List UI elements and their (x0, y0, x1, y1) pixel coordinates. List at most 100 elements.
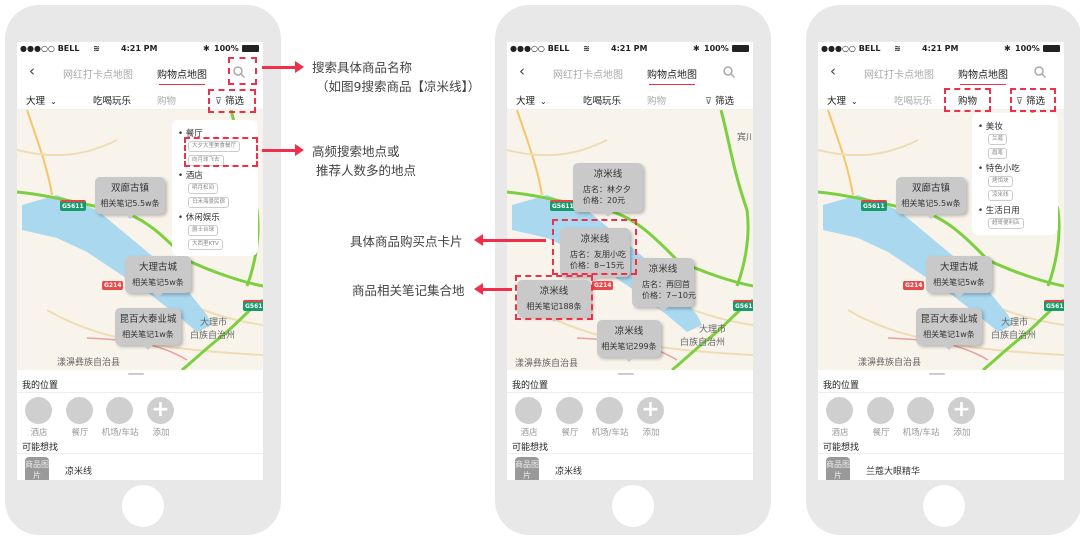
quick-location-button[interactable] (106, 397, 133, 424)
sheet-drag-handle[interactable] (929, 373, 945, 375)
map-view[interactable]: G5611G214G5611大理市白族自治州漾濞彝族自治县双廊古镇相关笔记5.5… (818, 110, 1064, 370)
search-icon[interactable] (232, 65, 246, 79)
filter-button[interactable]: ⊽筛选 (705, 93, 734, 107)
back-arrow-icon[interactable]: ‹ (519, 62, 525, 80)
quick-location-label: 添加 (642, 428, 660, 438)
map-marker-card[interactable]: 昆百大泰业城相关笔记1w条 (115, 308, 181, 351)
filter-group-title: • 酒店 (178, 169, 252, 181)
filter-tag[interactable]: 日禾海景民宿 (188, 197, 230, 208)
map-view[interactable]: G5611G214G5611大理市白族自治州漾濞彝族自治县双廊古镇相关笔记5.5… (17, 110, 263, 370)
nav-tab[interactable]: 网红打卡点地图 (864, 70, 934, 81)
add-location-button[interactable]: + (637, 397, 664, 424)
home-button[interactable] (612, 485, 654, 527)
tag-row: 爵士台球 (178, 223, 252, 237)
top-nav: ‹ 网红打卡点地图 购物点地图 (17, 58, 263, 86)
city-selector[interactable]: 大理⌄ (827, 93, 858, 107)
bullet: • (978, 164, 986, 174)
filter-group-label: 餐厅 (185, 129, 203, 139)
category-tab[interactable]: 吃喝玩乐 (583, 93, 622, 111)
sheet-drag-handle[interactable] (128, 373, 144, 375)
map-place-label: 漾濞彝族自治县 (858, 358, 922, 368)
home-button[interactable] (122, 485, 164, 527)
plus-icon: + (641, 397, 660, 422)
filter-tag[interactable]: 超哥便利店 (988, 218, 1024, 229)
quick-location-label: 机场/车站 (591, 428, 629, 438)
bottom-sheet: 我的位置酒店餐厅机场/车站+添加可能想找商品图片凉米线 (507, 370, 753, 480)
road-badge: G5611 (60, 200, 86, 211)
quick-location-button[interactable] (66, 397, 93, 424)
phone-mockup: ●●●○○ BELL≋4:21 PM✱100% ‹ 网红打卡点地图 购物点地图大理⌄ 吃… (806, 5, 1080, 535)
filter-tag[interactable]: 明月松间 (188, 183, 219, 194)
map-marker-card[interactable]: 双廊古镇相关笔记5.5w条 (896, 177, 966, 220)
annotation-line: 高频搜索地点或 (312, 144, 400, 159)
card-detail-line: 价格：8~15元 (570, 261, 624, 271)
filter-tag[interactable]: 大西里KTV (188, 239, 223, 250)
quick-location-button[interactable] (556, 397, 583, 424)
quick-location-button[interactable] (25, 397, 52, 424)
bullet: • (178, 171, 186, 181)
filter-tag[interactable]: 大夕大里美食餐厅 (188, 141, 241, 152)
nav-tab[interactable]: 网红打卡点地图 (63, 70, 133, 81)
category-tab[interactable]: 购物 (647, 96, 667, 107)
card-title: 昆百大泰业城 (119, 314, 177, 325)
carrier-label: ●●●○○ BELL (821, 44, 881, 53)
filter-tag[interactable]: 烤饵块 (988, 176, 1013, 187)
map-marker-card[interactable]: 昆百大泰业城相关笔记1w条 (916, 308, 982, 351)
quick-location-button[interactable] (596, 397, 623, 424)
card-title: 凉米线 (580, 234, 610, 245)
city-selector[interactable]: 大理⌄ (26, 93, 57, 107)
home-button[interactable] (923, 485, 965, 527)
suggestion-item[interactable]: 兰蔻大眼精华 (866, 467, 921, 477)
suggestion-item[interactable]: 凉米线 (555, 467, 583, 477)
category-tab[interactable]: 吃喝玩乐 (894, 96, 933, 107)
nav-tab[interactable]: 购物点地图 (157, 66, 207, 85)
back-arrow-icon[interactable]: ‹ (29, 62, 35, 80)
card-title: 大理古城 (939, 262, 978, 273)
annotation-line: （如图9搜索商品【凉米线】） (316, 79, 481, 94)
filter-tag[interactable]: 凉米线 (988, 190, 1013, 201)
search-icon[interactable] (1033, 65, 1047, 79)
map-marker-card[interactable]: 凉米线相关笔记299条 (597, 320, 661, 363)
suggestion-item[interactable]: 凉米线 (65, 467, 93, 477)
quick-location-button[interactable] (867, 397, 894, 424)
add-location-button[interactable]: + (948, 397, 975, 424)
card-title: 大理古城 (138, 262, 177, 273)
nav-tab[interactable]: 网红打卡点地图 (553, 70, 623, 81)
back-arrow-icon[interactable]: ‹ (830, 62, 836, 80)
bullet: • (978, 122, 986, 132)
map-marker-card[interactable]: 大理古城相关笔记5w条 (125, 256, 191, 299)
map-marker-card[interactable]: 大理古城相关笔记5w条 (926, 256, 992, 299)
quick-location-label: 餐厅 (71, 428, 89, 438)
map-marker-card[interactable]: 凉米线店名：林夕夕价格：20元 (573, 163, 643, 217)
quick-location-button[interactable] (826, 397, 853, 424)
sheet-drag-handle[interactable] (618, 373, 634, 375)
map-marker-card[interactable]: 双廊古镇相关笔记5.5w条 (95, 177, 165, 220)
tag-row: 凉米线 (978, 188, 1052, 202)
add-location-button[interactable]: + (147, 397, 174, 424)
divider (17, 453, 263, 454)
quick-location-button[interactable] (515, 397, 542, 424)
nav-tab[interactable]: 购物点地图 (958, 66, 1008, 85)
nav-tab[interactable]: 购物点地图 (647, 66, 697, 85)
filter-button[interactable]: ⊽筛选 (215, 93, 244, 107)
battery-icon (242, 45, 259, 52)
category-tab[interactable]: 购物 (157, 96, 177, 107)
filter-tag[interactable]: 爵士台球 (188, 225, 219, 236)
status-bar: ●●●○○ BELL≋4:21 PM✱100% (507, 42, 753, 56)
map-marker-card[interactable]: 凉米线相关笔记188条 (517, 280, 591, 323)
map-marker-card[interactable]: 凉米线店名：友朋小吃价格：8~15元 (560, 228, 630, 282)
filter-tag[interactable]: 眉笔 (988, 148, 1008, 159)
category-tab[interactable]: 吃喝玩乐 (93, 93, 132, 111)
search-icon[interactable] (722, 65, 736, 79)
quick-location-button[interactable] (907, 397, 934, 424)
status-bar: ●●●○○ BELL≋4:21 PM✱100% (818, 42, 1064, 56)
carrier-label: ●●●○○ BELL (510, 44, 570, 53)
map-view[interactable]: G5611G214G5611大理市白族自治州漾濞彝族自治县宾川凉米线店名：林夕夕… (507, 110, 753, 370)
quick-location-label: 餐厅 (872, 428, 890, 438)
annotation-arrow (262, 61, 304, 73)
city-selector[interactable]: 大理⌄ (516, 93, 547, 107)
map-marker-card[interactable]: 凉米线店名：再回首价格：7~10元 (632, 258, 696, 312)
filter-button[interactable]: ⊽筛选 (1016, 93, 1045, 107)
filter-tag[interactable]: 兰蔻 (988, 134, 1008, 145)
tag-row: 超哥便利店 (978, 216, 1052, 230)
